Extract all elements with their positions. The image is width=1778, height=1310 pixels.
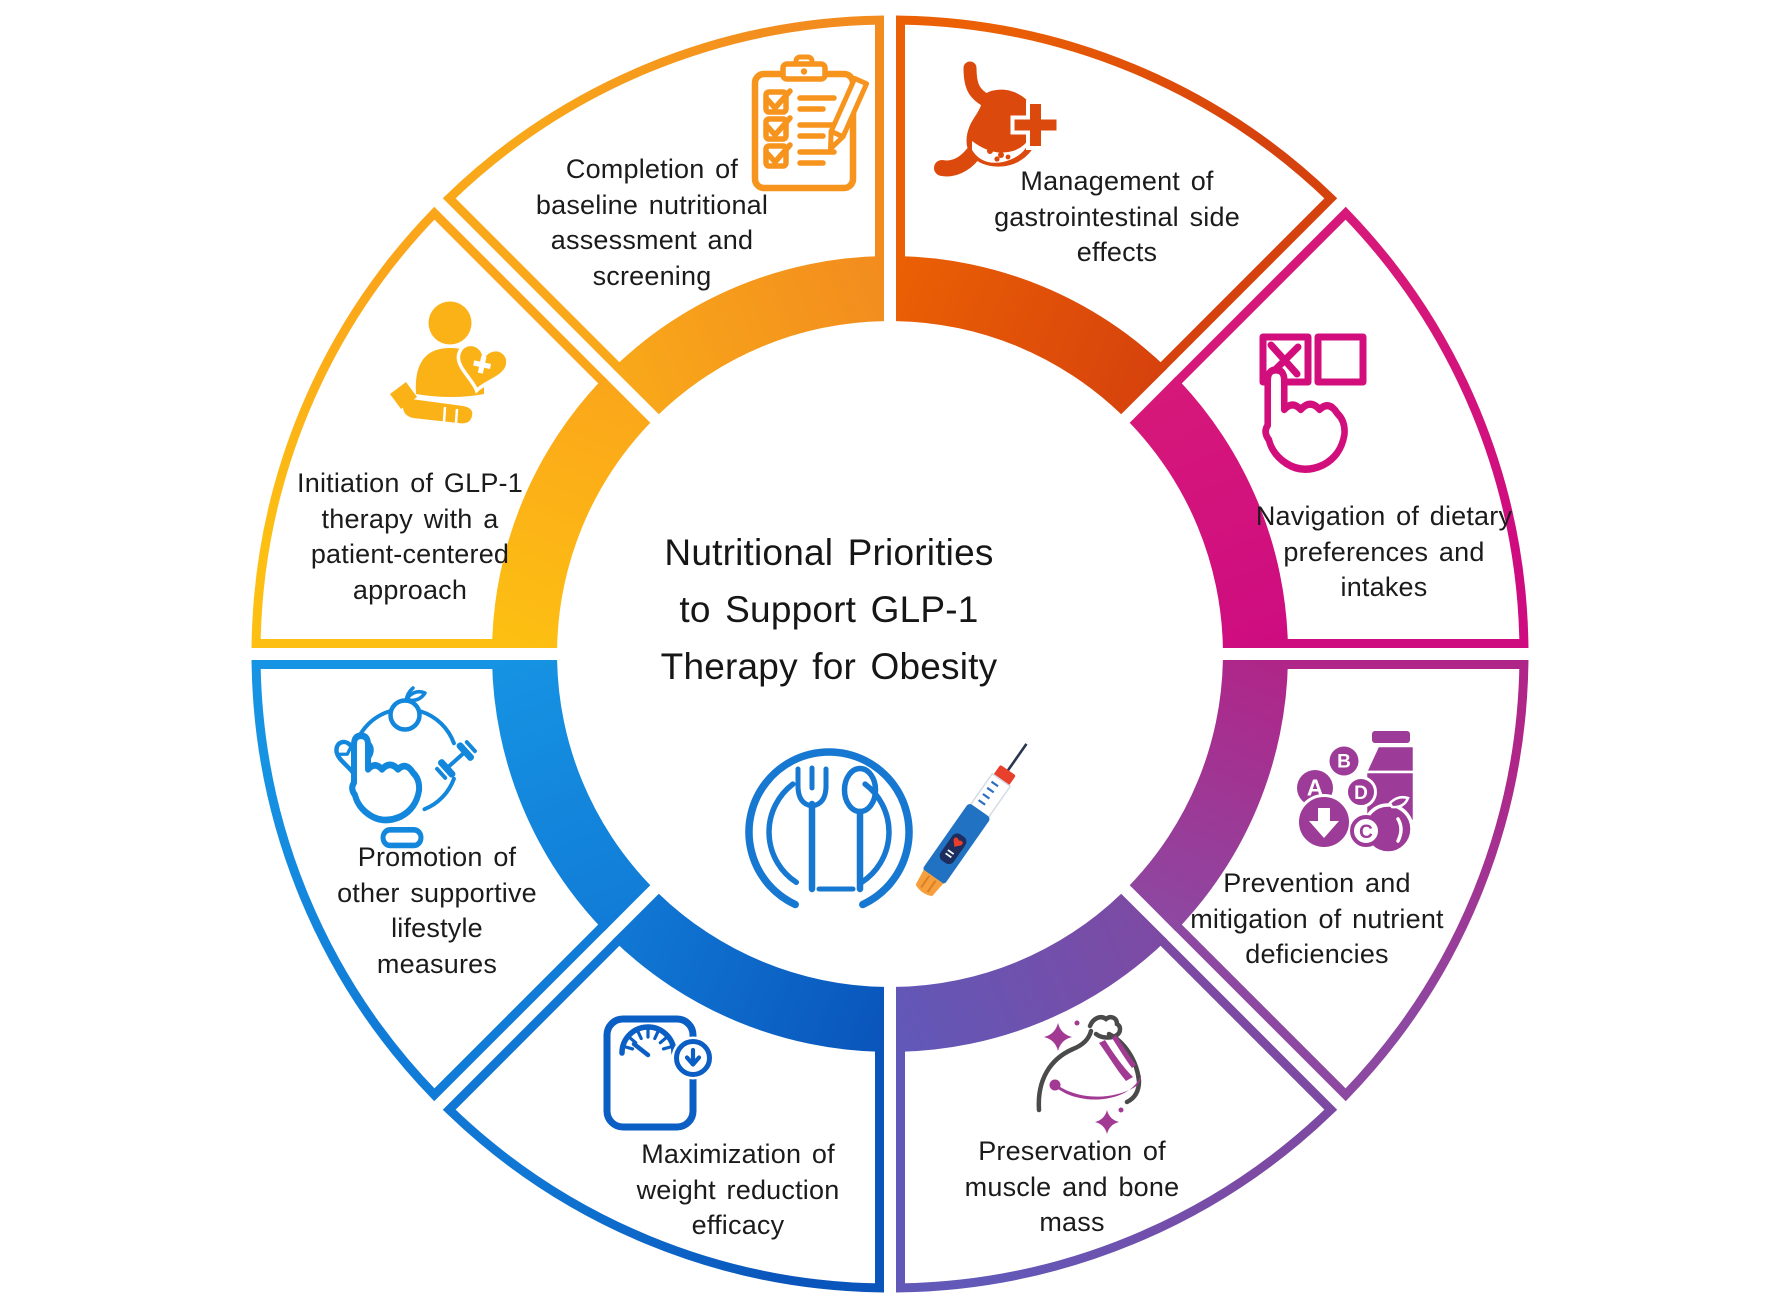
checkbox-hand-icon bbox=[1259, 333, 1367, 473]
ring-segment-management-gi-side-effects bbox=[896, 15, 1338, 415]
segment-outline bbox=[896, 15, 1338, 372]
segment-label-preservation: Preservation of muscle and bone mass bbox=[964, 1136, 1180, 1237]
segment-inner-band bbox=[1129, 660, 1288, 932]
segment-inner-band bbox=[492, 660, 651, 932]
injection-pen-icon bbox=[915, 743, 1028, 897]
segment-label-management: Management of gastrointestinal side effe… bbox=[994, 166, 1240, 267]
ring-segment-prevention-nutrient-deficiencies: BA DC bbox=[1129, 660, 1529, 1102]
ring-segment-preservation-muscle-bone-mass bbox=[896, 893, 1338, 1293]
clipboard-checklist-icon bbox=[751, 54, 870, 192]
stomach-medical-icon bbox=[934, 61, 1061, 177]
segment-outline bbox=[251, 206, 608, 648]
lifestyle-icon bbox=[334, 686, 477, 849]
segment-inner-band bbox=[896, 256, 1168, 415]
segment-outline bbox=[442, 936, 884, 1293]
person-heart-icon bbox=[390, 301, 510, 424]
ring-segment-maximization-weight-reduction bbox=[442, 893, 884, 1293]
segment-label-maximization: Maximization of weight reduction efficac… bbox=[636, 1139, 840, 1240]
segment-inner-band bbox=[492, 376, 651, 648]
segment-outline bbox=[1172, 660, 1529, 1102]
svg-text:C: C bbox=[1359, 822, 1373, 843]
ring-segment-initiation-glp1-therapy bbox=[251, 206, 651, 648]
plate-fork-spoon-icon bbox=[745, 748, 913, 909]
vitamins-icon: BA DC bbox=[1296, 731, 1416, 855]
segment-inner-band bbox=[896, 893, 1168, 1052]
segment-label-completion: Completion of baseline nutritional asses… bbox=[535, 154, 769, 291]
page-title: Nutritional Priorities to Support GLP-1 … bbox=[660, 532, 998, 687]
segment-inner-band bbox=[612, 256, 884, 415]
ring-segment-completion-baseline-assessment bbox=[442, 15, 884, 415]
ring-segment-navigation-dietary-preferences bbox=[1129, 206, 1529, 648]
segment-outline bbox=[896, 936, 1338, 1293]
svg-text:B: B bbox=[1337, 752, 1351, 773]
segment-outline bbox=[251, 660, 608, 1102]
segment-outline bbox=[442, 15, 884, 372]
segment-label-initiation: Initiation of GLP-1 therapy with a patie… bbox=[297, 468, 523, 605]
muscle-arm-icon bbox=[1036, 1014, 1142, 1134]
segment-label-promotion: Promotion of other supportive lifestyle … bbox=[337, 842, 537, 979]
segment-label-prevention: Prevention and mitigation of nutrient de… bbox=[1190, 868, 1444, 969]
scale-icon bbox=[603, 1015, 715, 1131]
segment-inner-band bbox=[1129, 376, 1288, 648]
segment-label-navigation: Navigation of dietary preferences and in… bbox=[1255, 501, 1513, 602]
svg-text:D: D bbox=[1354, 783, 1368, 804]
svg-text:A: A bbox=[1307, 775, 1324, 801]
segment-outline bbox=[1172, 206, 1529, 648]
ring-segment-promotion-lifestyle-measures bbox=[251, 660, 651, 1102]
segment-inner-band bbox=[612, 893, 884, 1052]
